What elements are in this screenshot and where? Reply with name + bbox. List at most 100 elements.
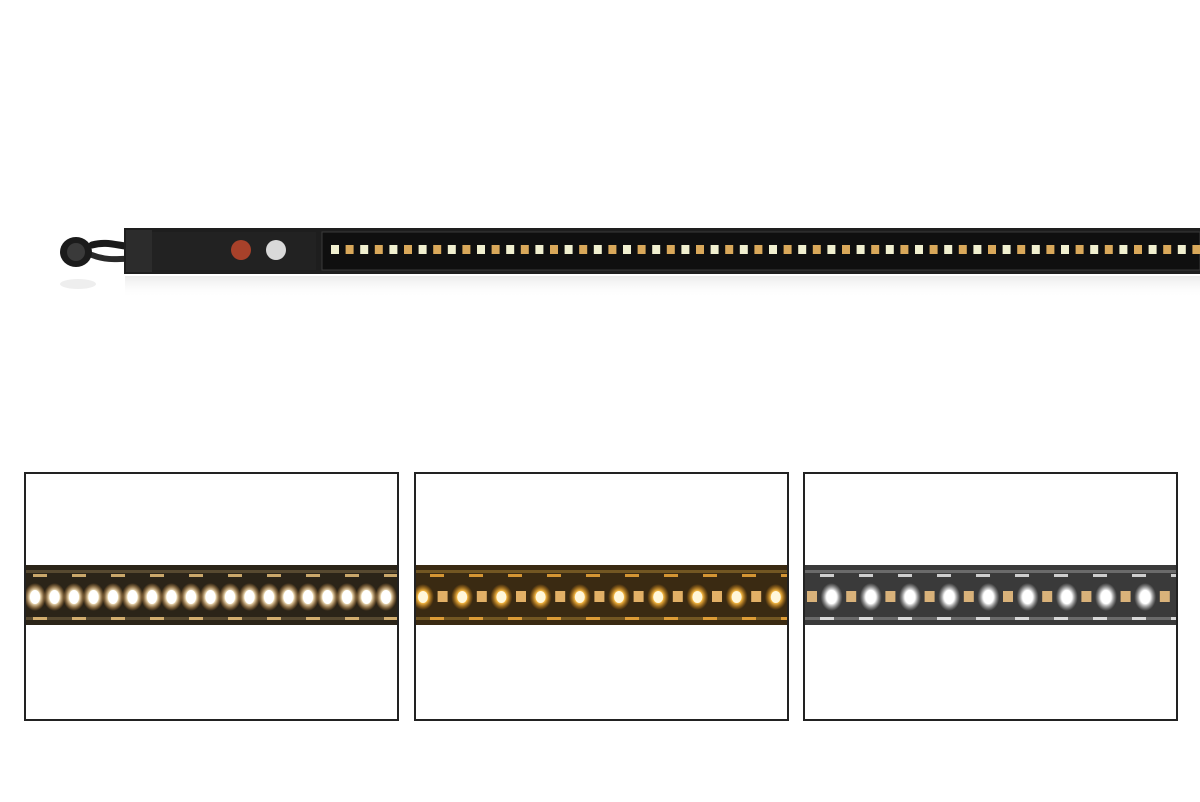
led-chip (915, 245, 923, 254)
led-reflection (33, 574, 47, 577)
led-core (166, 590, 177, 604)
led-core (381, 590, 391, 604)
led-reflection (1054, 574, 1068, 577)
led-chip (807, 591, 817, 602)
led-reflection (976, 574, 990, 577)
led-chip (856, 245, 865, 254)
led-reflection (111, 574, 125, 577)
led-chip (520, 245, 529, 254)
led-chip (1119, 245, 1128, 254)
led-reflection (547, 617, 561, 620)
red-button-icon[interactable] (231, 240, 251, 260)
led-chip (754, 245, 763, 254)
led-chip (555, 591, 566, 602)
led-chip (710, 245, 719, 254)
led-chip (751, 591, 762, 602)
end-cap (126, 230, 152, 272)
led-reflection (189, 574, 203, 577)
strip-reflection (125, 276, 1200, 298)
led-core (418, 591, 428, 603)
panel-cool-light (803, 472, 1178, 721)
led-core (361, 590, 372, 604)
led-reflection (937, 617, 951, 620)
led-chip (623, 245, 631, 254)
led-chip (491, 245, 500, 254)
led-chip (345, 245, 354, 254)
led-core (147, 590, 157, 604)
led-reflection (703, 617, 717, 620)
led-reflection (1132, 574, 1146, 577)
led-chip (360, 245, 369, 254)
led-reflection (937, 574, 951, 577)
led-chip (608, 245, 617, 254)
led-chip (827, 245, 836, 254)
led-reflection (1171, 617, 1177, 620)
led-reflection (228, 617, 242, 620)
led-reflection (625, 574, 639, 577)
led-chip (1017, 245, 1026, 254)
led-reflection (150, 574, 164, 577)
led-reflection (508, 617, 522, 620)
led-chip (1148, 245, 1157, 254)
led-chip (963, 591, 974, 602)
led-chip-row (331, 245, 1200, 254)
led-chip (1031, 245, 1040, 254)
led-core (535, 591, 546, 603)
led-reflection (72, 574, 86, 577)
led-core (30, 590, 40, 604)
led-core (244, 590, 255, 604)
led-reflection (72, 617, 86, 620)
led-reflection (384, 617, 398, 620)
led-reflection (820, 574, 834, 577)
led-reflection (547, 574, 561, 577)
led-chip (593, 245, 602, 254)
led-reflection (742, 617, 756, 620)
led-chip (1090, 245, 1099, 254)
led-chip (1061, 245, 1069, 254)
led-reflection (859, 574, 873, 577)
led-chip (696, 245, 704, 254)
led-reflection (469, 617, 483, 620)
led-chip (418, 245, 427, 254)
white-button-icon[interactable] (266, 240, 286, 260)
led-core (322, 590, 333, 604)
led-reflection (1132, 617, 1146, 620)
led-core (653, 591, 664, 603)
led-core (983, 590, 994, 604)
led-chip (477, 245, 485, 254)
led-reflection (306, 617, 320, 620)
led-core (731, 591, 742, 603)
led-reflection (625, 617, 639, 620)
led-chip (1120, 591, 1131, 602)
led-chip (594, 591, 605, 602)
led-chip (769, 245, 777, 254)
led-glow-row-warm (415, 574, 788, 620)
led-core (826, 590, 837, 604)
led-chip (516, 591, 526, 602)
led-reflection (976, 617, 990, 620)
led-chip (973, 245, 982, 254)
panel-mixed-light (24, 472, 399, 721)
led-core (457, 591, 468, 603)
led-core (225, 590, 235, 604)
led-chip (739, 245, 748, 254)
led-chip (404, 245, 412, 254)
led-chip (929, 245, 938, 254)
led-reflection (384, 574, 398, 577)
led-chip (725, 245, 734, 254)
led-chip (1192, 245, 1200, 254)
led-reflection (1015, 574, 1029, 577)
led-chip (535, 245, 544, 254)
led-core (944, 590, 955, 604)
led-reflection (345, 617, 359, 620)
led-reflection (508, 574, 522, 577)
led-reflection (267, 574, 281, 577)
led-chip (1075, 245, 1084, 254)
led-reflection (33, 617, 47, 620)
led-chip (1159, 591, 1170, 602)
led-reflection (586, 574, 600, 577)
led-chip (1042, 591, 1053, 602)
led-reflection (345, 574, 359, 577)
